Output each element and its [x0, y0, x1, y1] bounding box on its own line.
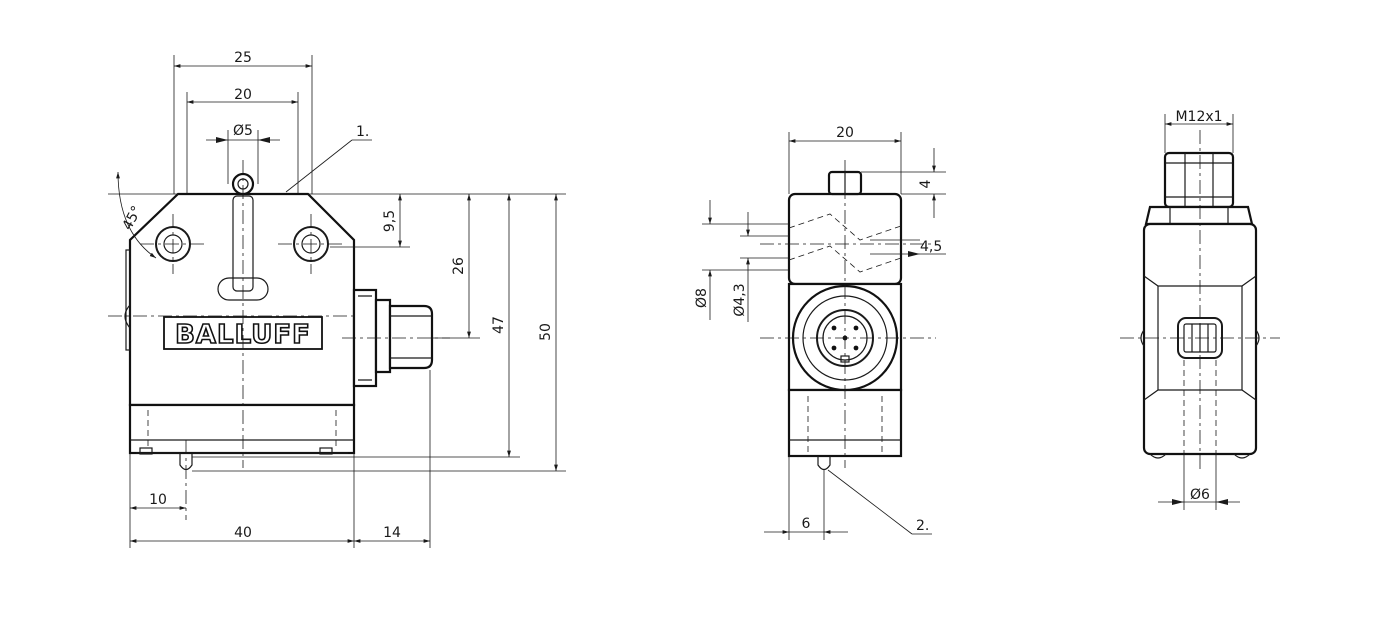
front-view: BALLUFF [108, 160, 450, 520]
side-dim-dia8: Ø8 [694, 288, 710, 308]
callout-1: 1. [356, 124, 369, 140]
dim-20: 20 [234, 87, 252, 103]
dim-40: 40 [234, 525, 252, 541]
side-dim-dia4-3: Ø4,3 [732, 283, 748, 316]
dim-9-5: 9,5 [382, 210, 398, 232]
callout-2: 2. [916, 518, 929, 534]
rear-dimensions: M12x1 Ø6 [1158, 109, 1240, 510]
dim-14: 14 [383, 525, 401, 541]
dim-25: 25 [234, 50, 252, 66]
rear-dim-thread: M12x1 [1175, 109, 1222, 125]
front-connector [352, 288, 434, 388]
rear-connector-nut [1163, 151, 1235, 209]
side-dim-6: 6 [802, 516, 811, 532]
side-dimensions: 20 4 4,5 Ø8 Ø4,3 6 2. [694, 125, 946, 540]
dim-50: 50 [538, 323, 554, 341]
side-dim-4-5: 4,5 [920, 239, 942, 255]
side-dim-4: 4 [918, 179, 934, 188]
rear-dim-dia6: Ø6 [1190, 487, 1210, 503]
dim-dia5: Ø5 [233, 123, 253, 139]
dim-10: 10 [149, 492, 167, 508]
svg-text:BALLUFF: BALLUFF [175, 320, 311, 350]
side-dim-20: 20 [836, 125, 854, 141]
side-view [760, 160, 936, 471]
rear-view [1120, 130, 1280, 470]
dim-26: 26 [451, 257, 467, 275]
side-bottom-pin [817, 456, 831, 471]
dim-47: 47 [491, 316, 507, 334]
front-base [128, 403, 356, 455]
rear-hex-collar [1144, 205, 1254, 226]
